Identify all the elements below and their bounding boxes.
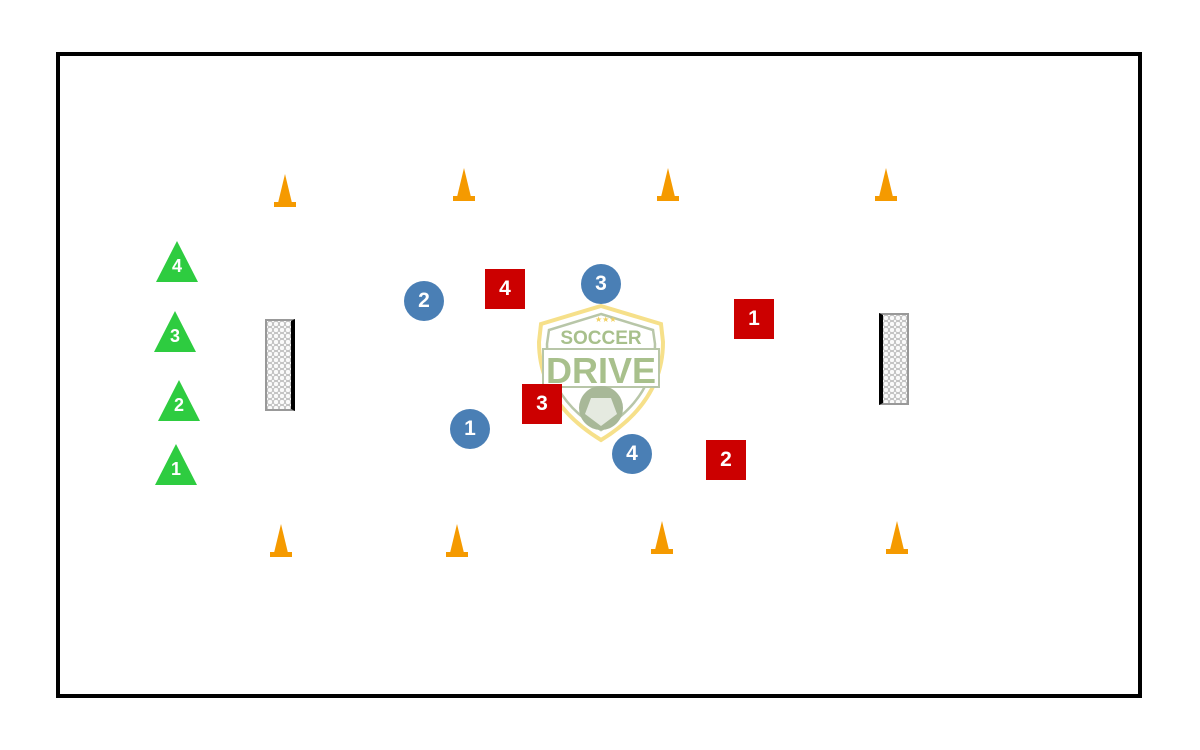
- cone-icon: [273, 174, 297, 207]
- blue-player-marker: 2: [404, 281, 444, 321]
- soccer-drive-logo: ★★★ SOCCER DRIVE: [536, 303, 666, 443]
- goal-right: [879, 313, 909, 405]
- player-number: 4: [499, 277, 511, 300]
- cone-icon: [650, 521, 674, 554]
- red-player-marker: 2: [706, 440, 746, 480]
- player-number: 3: [595, 272, 607, 295]
- logo-line2: DRIVE: [546, 350, 656, 391]
- red-player-marker: 1: [734, 299, 774, 339]
- cone-icon: [445, 524, 469, 557]
- red-player-marker: 4: [485, 269, 525, 309]
- cone-icon: [452, 168, 476, 201]
- player-number: 4: [171, 256, 182, 276]
- green-player-marker: 3: [154, 311, 196, 353]
- player-number: 2: [418, 289, 430, 312]
- green-player-marker: 4: [156, 241, 198, 283]
- triangle-icon: [156, 241, 198, 282]
- player-number: 3: [536, 392, 548, 415]
- player-number: 1: [464, 417, 476, 440]
- player-number: 2: [720, 448, 732, 471]
- blue-player-marker: 1: [450, 409, 490, 449]
- cone-icon: [885, 521, 909, 554]
- red-player-marker: 3: [522, 384, 562, 424]
- blue-player-marker: 3: [581, 264, 621, 304]
- cone-icon: [269, 524, 293, 557]
- triangle-icon: [154, 311, 196, 352]
- blue-player-marker: 4: [612, 434, 652, 474]
- goal-left: [265, 319, 295, 411]
- triangle-icon: [155, 444, 197, 485]
- player-number: 2: [173, 395, 184, 415]
- player-number: 4: [626, 442, 638, 465]
- cone-icon: [874, 168, 898, 201]
- green-player-marker: 2: [158, 380, 200, 422]
- green-player-marker: 1: [155, 444, 197, 486]
- logo-line1: SOCCER: [560, 328, 642, 349]
- svg-text:★★★: ★★★: [595, 315, 617, 324]
- player-number: 3: [169, 326, 180, 346]
- triangle-icon: [158, 380, 200, 421]
- player-number: 1: [170, 459, 181, 479]
- player-number: 1: [748, 307, 760, 330]
- cone-icon: [656, 168, 680, 201]
